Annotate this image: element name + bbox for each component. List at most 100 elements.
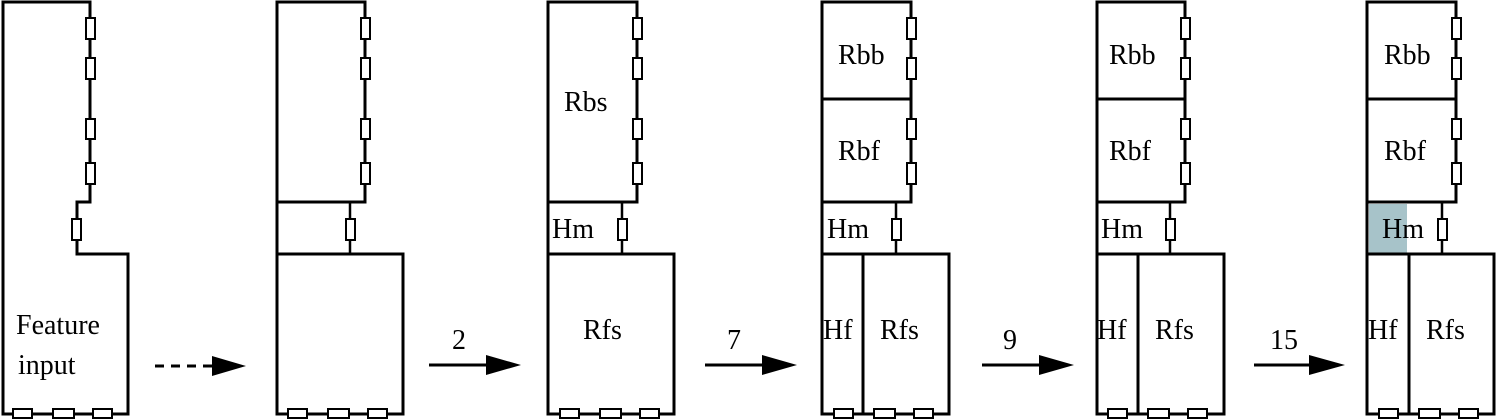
label-rfs: Rfs xyxy=(1426,315,1465,346)
block-rfs xyxy=(1136,252,1226,416)
connector xyxy=(833,408,854,419)
connector xyxy=(1180,17,1191,40)
connector xyxy=(1451,17,1462,40)
label-hf: Hf xyxy=(823,315,853,346)
arrow-head-icon xyxy=(762,355,797,375)
connector xyxy=(1437,218,1448,241)
block-rbf xyxy=(1365,97,1458,204)
connector xyxy=(906,162,917,185)
label-rbf: Rbf xyxy=(1109,136,1152,167)
transition-arrow-7: 7 xyxy=(705,325,797,375)
connector xyxy=(1458,408,1479,419)
connector xyxy=(71,218,82,241)
label-hm: Hm xyxy=(552,214,594,245)
connector xyxy=(1378,408,1399,419)
connector xyxy=(85,17,96,40)
label-rfs: Rfs xyxy=(583,315,622,346)
connector xyxy=(92,408,113,419)
label-rbf: Rbf xyxy=(1384,136,1427,167)
connector xyxy=(906,17,917,40)
hm-highlight xyxy=(1369,204,1407,253)
connector xyxy=(1451,162,1462,185)
stage-feature-input: Feature input xyxy=(1,0,130,419)
label-rbs: Rbs xyxy=(564,87,608,118)
connector xyxy=(1418,408,1441,419)
arrow-label: 9 xyxy=(1003,325,1017,356)
connector xyxy=(559,408,580,419)
connector xyxy=(1451,57,1462,80)
connector xyxy=(1165,218,1176,241)
connector xyxy=(632,17,643,40)
connector xyxy=(287,408,308,419)
feature-label-line2: input xyxy=(18,350,76,381)
connector xyxy=(617,218,628,241)
connector xyxy=(360,57,371,80)
connector xyxy=(85,57,96,80)
block-rbf xyxy=(820,97,913,204)
connector xyxy=(632,118,643,140)
connector xyxy=(12,408,33,419)
connector xyxy=(913,408,934,419)
stage-5: Rbb Rbf Hm Hf Rfs xyxy=(1365,0,1496,419)
block-rfs xyxy=(1407,252,1496,416)
label-hf: Hf xyxy=(1097,315,1127,346)
connector xyxy=(327,408,350,419)
transition-arrow-2: 2 xyxy=(429,325,521,375)
connector xyxy=(906,57,917,80)
feature-label-line1: Feature xyxy=(16,310,100,341)
transition-arrow-9: 9 xyxy=(982,325,1074,375)
connector xyxy=(367,408,388,419)
connector xyxy=(1147,408,1170,419)
connector xyxy=(632,57,643,80)
connector xyxy=(1451,118,1462,140)
arrow-label: 7 xyxy=(727,325,741,356)
label-hm: Hm xyxy=(1382,214,1424,245)
label-rbb: Rbb xyxy=(1109,40,1156,71)
transition-arrow-15: 15 xyxy=(1254,325,1345,375)
label-rbb: Rbb xyxy=(838,40,885,71)
stage-2: Rbs Hm Rfs xyxy=(546,0,676,419)
connector xyxy=(639,408,660,419)
label-hf: Hf xyxy=(1368,315,1398,346)
block-rbf xyxy=(1095,97,1187,204)
connector xyxy=(1180,162,1191,185)
connector xyxy=(1187,408,1208,419)
connector xyxy=(906,118,917,140)
right-connectors xyxy=(71,17,96,241)
connector xyxy=(1180,118,1191,140)
transition-arrow-dashed xyxy=(155,356,246,376)
connector xyxy=(873,408,896,419)
connector xyxy=(85,162,96,185)
connector xyxy=(360,162,371,185)
arrow-head-icon xyxy=(486,355,521,375)
stage-4: Rbb Rbf Hm Hf Rfs xyxy=(1095,0,1226,419)
bottom-connectors xyxy=(12,408,113,419)
label-hm: Hm xyxy=(1101,214,1143,245)
connector xyxy=(632,162,643,185)
connector xyxy=(1107,408,1128,419)
block-rbs xyxy=(546,0,639,204)
arrow-head-icon xyxy=(1039,355,1074,375)
arrow-head-icon xyxy=(1309,355,1345,375)
label-hm: Hm xyxy=(827,214,869,245)
arrow-label: 15 xyxy=(1270,325,1298,356)
arrow-head-icon xyxy=(212,356,246,376)
stage-1 xyxy=(275,0,405,419)
arrow-label: 2 xyxy=(452,325,466,356)
label-rbb: Rbb xyxy=(1384,40,1431,71)
top-block xyxy=(275,0,367,204)
label-rfs: Rfs xyxy=(880,315,919,346)
label-rfs: Rfs xyxy=(1155,315,1194,346)
label-rbf: Rbf xyxy=(838,136,881,167)
connector xyxy=(360,17,371,40)
connector xyxy=(599,408,622,419)
connector xyxy=(891,218,902,241)
connector xyxy=(1180,57,1191,80)
stage-3: Rbb Rbf Hm Hf Rfs xyxy=(820,0,951,419)
block-rfs xyxy=(861,252,951,416)
connector xyxy=(345,218,356,241)
connector xyxy=(360,118,371,140)
bottom-block xyxy=(275,252,405,416)
connector xyxy=(85,118,96,140)
